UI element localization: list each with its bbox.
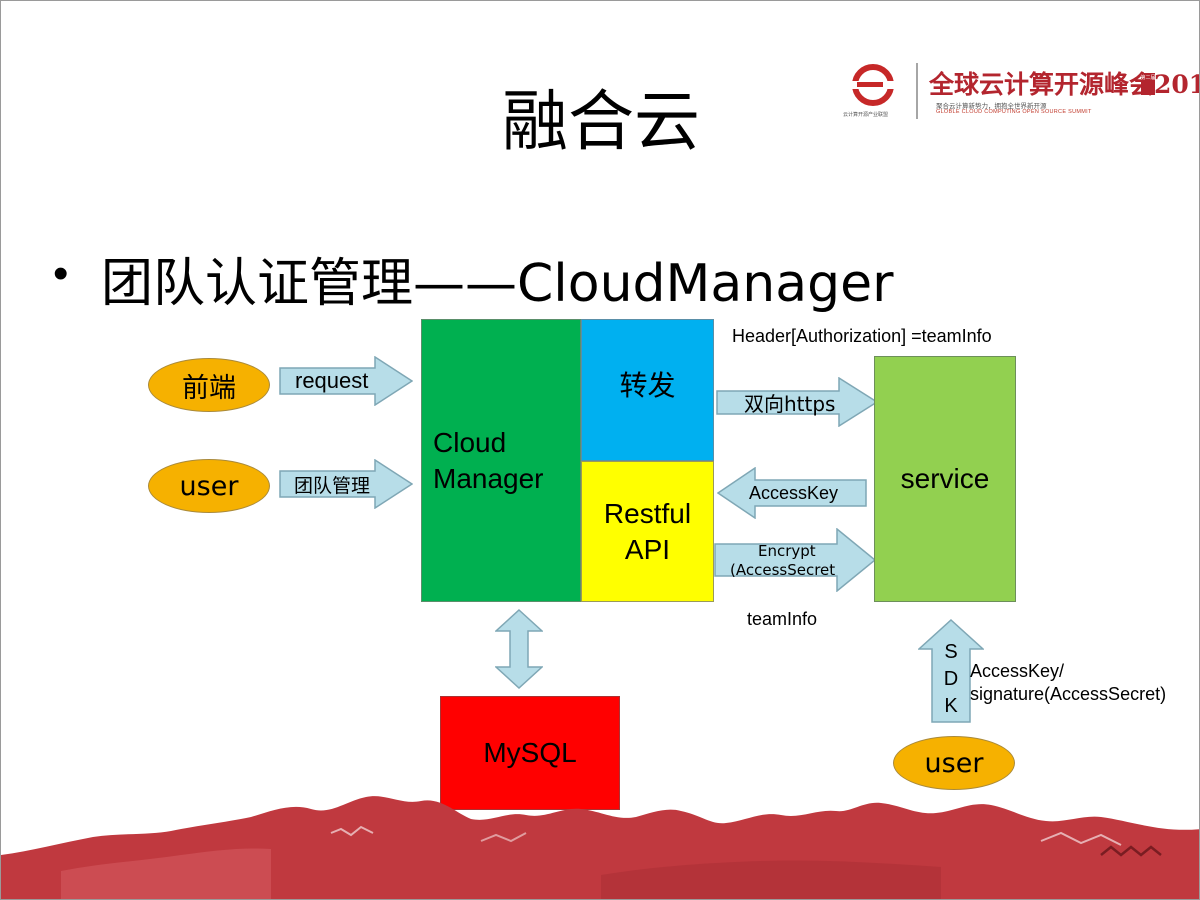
restful-api-block: Restful API (581, 461, 714, 602)
user-node-sdk: user (893, 736, 1015, 790)
service-block: service (874, 356, 1016, 602)
logo-name: 全球云计算开源峰会2017 (929, 70, 1200, 99)
team-mgmt-arrow: 团队管理 (279, 459, 413, 509)
teaminfo-note: teamInfo (747, 609, 818, 629)
bullet-dot: • (53, 249, 69, 298)
cloud-manager-block (421, 319, 581, 602)
encrypt-label-line1: Encrypt (758, 542, 816, 560)
logo-badge: 第二届 (1140, 75, 1156, 81)
sdk-arrow (918, 619, 984, 723)
request-label: request (295, 368, 369, 393)
https-arrow: 双向https (716, 377, 878, 427)
slide-title: 融合云 (502, 83, 700, 160)
mysql-block: MySQL (440, 696, 620, 810)
mountain-wall-decoration (1, 796, 1199, 899)
header-authorization-note: Header[Authorization] =teamInfo (732, 326, 992, 346)
encrypt-arrow: Encrypt (AccessSecret (714, 528, 876, 592)
db-double-arrow (495, 609, 543, 689)
bullet-text: 团队认证管理——CloudManager (101, 254, 894, 314)
cloud-manager-label: Cloud Manager (433, 427, 544, 494)
user-node-left: user (148, 459, 270, 513)
sdk-auth-line2: signature(AccessSecret) (970, 684, 1167, 704)
logo-caption: 云计算开源产业联盟 (843, 112, 889, 118)
encrypt-label-line2: (AccessSecret (730, 561, 836, 579)
team-mgmt-label: 团队管理 (294, 474, 371, 497)
logo-subtitle-en: GLOBLE CLOUD COMPUTING OPEN SOURCE SUMMI… (936, 109, 1092, 115)
accesskey-arrow: AccessKey (717, 467, 867, 519)
sdk-auth-line1: AccessKey/ (970, 661, 1065, 681)
logo-subtitle-cn: 聚合云计算新势力，拥抱全世界新开源 (936, 103, 1047, 110)
request-arrow: request (279, 356, 413, 406)
accesskey-label: AccessKey (749, 482, 839, 503)
summit-logo-graphic (851, 63, 1155, 119)
forward-block: 转发 (581, 319, 714, 461)
sdk-label: S D K (943, 641, 959, 717)
https-label: 双向https (744, 392, 836, 416)
frontend-node: 前端 (148, 358, 270, 412)
